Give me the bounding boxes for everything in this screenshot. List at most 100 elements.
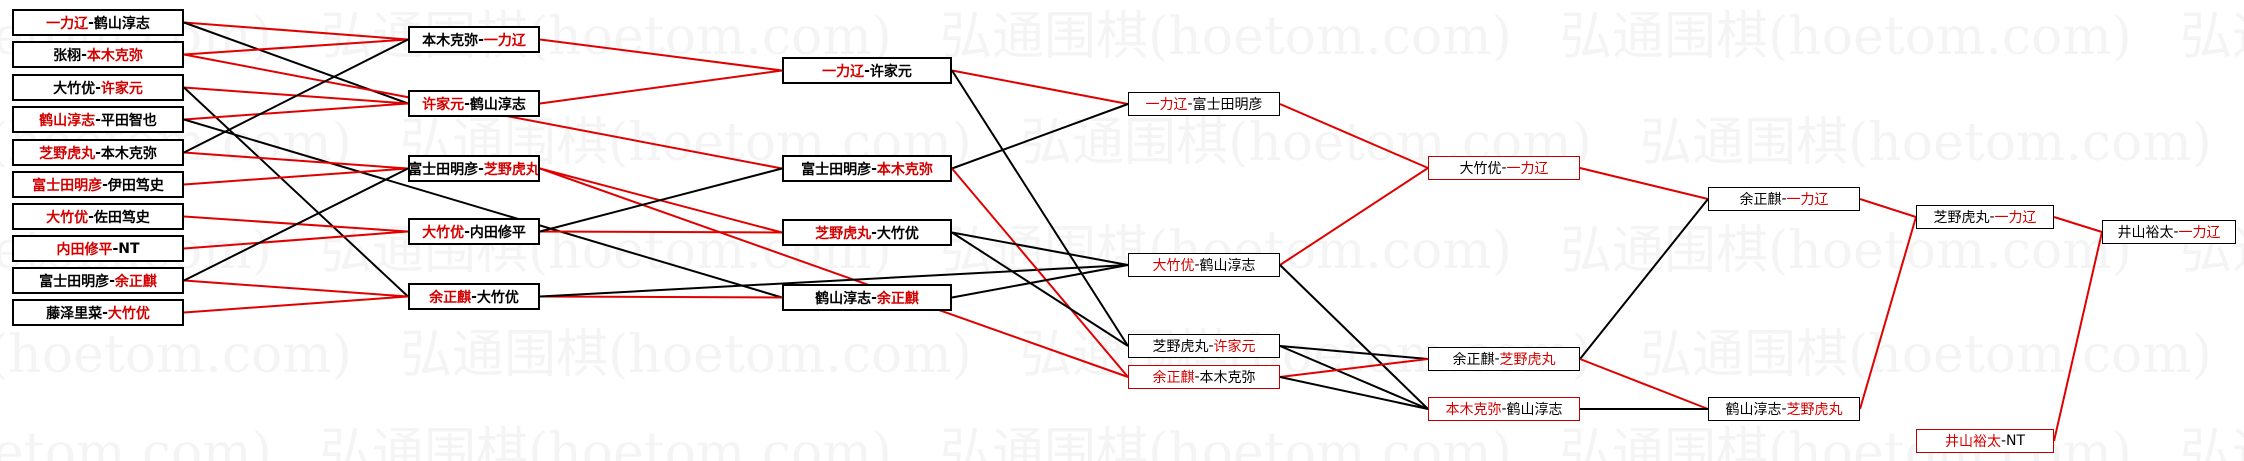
bracket-connector xyxy=(539,69,783,105)
match-r1-4: 鹤山淳志-平田智也 xyxy=(12,106,184,133)
bracket-connector xyxy=(539,38,783,72)
player-name: 大竹优 xyxy=(107,305,150,322)
bracket-connector xyxy=(183,86,409,298)
vs-separator: - xyxy=(95,111,101,128)
player-name: 鹤山淳志 xyxy=(815,290,872,307)
bracket-connector xyxy=(183,151,409,170)
bracket-connector xyxy=(183,102,409,121)
bracket-connector xyxy=(951,231,1129,347)
player-name: 大竹优 xyxy=(1459,161,1502,177)
player-name: 芝野虎丸 xyxy=(1499,352,1556,368)
player-name: 本木克弥 xyxy=(422,32,479,49)
player-name: 富士田明彦 xyxy=(32,177,103,194)
player-name: 本木克弥 xyxy=(1199,370,1256,386)
vs-separator: - xyxy=(1989,209,1995,225)
match-r7-2: 井山裕太-NT xyxy=(1916,429,2054,453)
vs-separator: - xyxy=(1494,351,1500,367)
player-name: 一力辽 xyxy=(1786,192,1829,208)
player-name: 本木克弥 xyxy=(876,161,933,178)
bracket-connector xyxy=(539,167,783,233)
bracket-connector xyxy=(1859,198,1917,218)
match-r1-9: 富士田明彦-余正麒 xyxy=(12,267,184,294)
vs-separator: - xyxy=(1208,338,1214,354)
bracket-connector xyxy=(951,167,1129,378)
match-r2-4: 大竹优-内田修平 xyxy=(408,218,540,245)
vs-separator: - xyxy=(102,304,108,321)
player-name: 许家元 xyxy=(100,80,143,97)
match-r1-1: 一力辽-鹤山淳志 xyxy=(12,9,184,36)
player-name: 内田修平 xyxy=(56,241,113,258)
match-r5-2: 余正麒-芝野虎丸 xyxy=(1428,347,1580,371)
vs-separator: - xyxy=(1781,191,1787,207)
match-r1-8: 内田修平-NT xyxy=(12,235,184,262)
vs-separator: - xyxy=(88,208,94,225)
player-name: 鹤山淳志 xyxy=(1199,258,1256,274)
bracket-connector xyxy=(951,103,1129,170)
player-name: 一力辽 xyxy=(483,32,526,49)
player-name: 本木克弥 xyxy=(100,145,157,162)
player-name: 余正麒 xyxy=(876,290,919,307)
match-r3-4: 鹤山淳志-余正麒 xyxy=(782,284,952,311)
match-r3-1: 一力辽-许家元 xyxy=(782,57,952,84)
player-name: NT xyxy=(118,240,140,257)
vs-separator: - xyxy=(464,223,470,240)
match-r6-2: 鹤山淳志-芝野虎丸 xyxy=(1708,397,1860,421)
vs-separator: - xyxy=(464,95,470,112)
player-name: 佐田笃史 xyxy=(93,209,150,226)
bracket-connector xyxy=(1579,198,1709,360)
match-r4-2: 大竹优-鹤山淳志 xyxy=(1128,253,1280,277)
match-r2-3: 富士田明彦-芝野虎丸 xyxy=(408,155,540,182)
bracket-connector xyxy=(1279,264,1429,410)
vs-separator: - xyxy=(81,46,87,63)
match-r3-2: 富士田明彦-本木克弥 xyxy=(782,155,952,182)
player-name: 芝野虎丸 xyxy=(1786,402,1843,418)
vs-separator: - xyxy=(102,176,108,193)
player-name: 富士田明彦 xyxy=(408,161,479,178)
match-r2-1: 本木克弥-一力辽 xyxy=(408,26,540,53)
match-r1-2: 张栩-本木克弥 xyxy=(12,41,184,68)
vs-separator: - xyxy=(471,288,477,305)
player-name: 鹤山淳志 xyxy=(469,96,526,113)
player-name: 芝野虎丸 xyxy=(1933,210,1990,226)
player-name: 富士田明彦 xyxy=(801,161,872,178)
vs-separator: - xyxy=(95,79,101,96)
bracket-connector xyxy=(183,118,783,299)
bracket-connector xyxy=(539,264,1129,298)
vs-separator: - xyxy=(478,160,484,177)
player-name: 余正麒 xyxy=(114,273,157,290)
match-final: 井山裕太-一力辽 xyxy=(2102,220,2236,244)
player-name: 余正麒 xyxy=(1152,370,1195,386)
player-name: 鹤山淳志 xyxy=(93,15,150,32)
match-r1-5: 芝野虎丸-本木克弥 xyxy=(12,139,184,166)
player-name: 内田修平 xyxy=(469,224,526,241)
bracket-connector xyxy=(1279,358,1429,378)
bracket-connector xyxy=(539,295,783,299)
vs-separator: - xyxy=(871,160,877,177)
player-name: 芝野虎丸 xyxy=(483,161,540,178)
player-name: 许家元 xyxy=(869,63,912,80)
player-name: 一力辽 xyxy=(1506,161,1549,177)
bracket-connector xyxy=(1579,358,1709,410)
vs-separator: - xyxy=(1501,160,1507,176)
vs-separator: - xyxy=(109,272,115,289)
player-name: 井山裕太 xyxy=(1944,434,2001,450)
player-name: 鹤山淳志 xyxy=(1506,402,1563,418)
match-r3-3: 芝野虎丸-大竹优 xyxy=(782,219,952,246)
match-r1-7: 大竹优-佐田笃史 xyxy=(12,203,184,230)
bracket-connector xyxy=(183,167,409,186)
player-name: 芝野虎丸 xyxy=(1152,339,1209,355)
vs-separator: - xyxy=(478,31,484,48)
bracket-connector xyxy=(539,230,783,234)
bracket-connector xyxy=(183,230,409,250)
bracket-connector xyxy=(951,69,1129,347)
bracket-connector xyxy=(1579,167,1709,200)
match-r2-5: 余正麒-大竹优 xyxy=(408,283,540,310)
player-name: 大竹优 xyxy=(876,225,919,242)
bracket-connector xyxy=(2053,231,2103,442)
bracket-connector xyxy=(1279,345,1429,360)
vs-separator: - xyxy=(1187,96,1193,112)
player-name: 鹤山淳志 xyxy=(39,112,96,129)
player-name: 大竹优 xyxy=(53,80,96,97)
bracket-connector xyxy=(183,21,409,41)
